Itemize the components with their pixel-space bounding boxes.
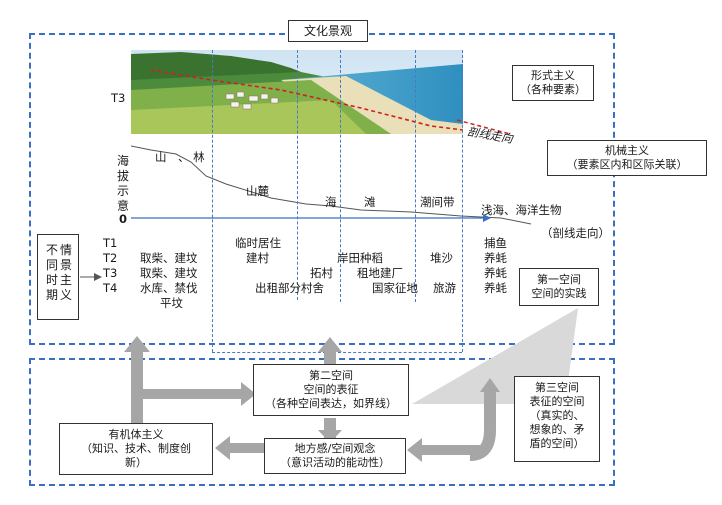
altitude-profile — [131, 145, 532, 225]
col5-t4: 养蚝 — [484, 281, 507, 295]
col4-t2: 堆沙 — [430, 251, 453, 265]
first-space-box: 第一空间空间的实践 — [519, 268, 599, 306]
col1-t4b: 平坟 — [160, 296, 183, 310]
zone-bottom — [212, 352, 462, 353]
formalism-box: 形式主义（各种要素） — [512, 65, 594, 101]
col5-t1: 捕鱼 — [484, 236, 507, 250]
col1-t2: 取柴、建坟 — [140, 251, 198, 265]
col3-t3a: 拓村 — [310, 266, 333, 280]
col5-t3: 养蚝 — [484, 266, 507, 280]
col4-t4: 旅游 — [433, 281, 456, 295]
page-title: 文化景观 — [288, 20, 368, 42]
terrain-intertidal: 潮间带 — [420, 195, 455, 209]
col2-t4: 出租部分村舍 — [255, 281, 324, 295]
section-direction-bottom: （剖线走向） — [541, 226, 610, 240]
zone-divider — [415, 50, 416, 302]
zone-divider — [212, 50, 213, 352]
period-t2: T2 — [103, 251, 118, 265]
mechanism-box: 机械主义（要素区内和区际关联） — [547, 140, 707, 176]
period-t1: T1 — [103, 236, 118, 250]
terrain-sea: 海 — [325, 195, 337, 209]
zone-divider — [462, 50, 463, 352]
context-arrow — [80, 273, 102, 281]
zero-label: 0 — [119, 212, 128, 226]
col2-t1: 临时居住 — [235, 236, 281, 250]
col3-t2: 岸田种稻 — [337, 251, 383, 265]
terrain-beach: 滩 — [364, 195, 376, 209]
col1-t4: 水库、禁伐 — [140, 281, 198, 295]
zone-divider — [340, 50, 341, 302]
col3-t3b: 租地建厂 — [357, 266, 403, 280]
t3-axis-label: T3 — [111, 91, 126, 105]
lower-space-frame — [29, 358, 615, 486]
col5-t2: 养蚝 — [484, 251, 507, 265]
section-line-extension — [456, 119, 511, 135]
context-box — [37, 234, 79, 320]
col2-t2: 建村 — [246, 251, 269, 265]
terrain-foothill: 山麓 — [246, 184, 269, 198]
col3-t4: 国家征地 — [372, 281, 418, 295]
sense-of-place-box: 地方感/空间观念（意识活动的能动性） — [264, 438, 406, 474]
third-space-box: 第三空间表征的空间（真实的、 想象的、矛盾的空间） — [514, 376, 600, 462]
period-t3: T3 — [103, 266, 118, 280]
organicism-box: 有机体主义（知识、技术、制度创新） — [59, 423, 213, 475]
terrain-mountain-forest: 山 、 林 — [155, 150, 205, 164]
period-t4: T4 — [103, 281, 118, 295]
second-space-box: 第二空间空间的表征（各种空间表达，如界线） — [253, 364, 409, 416]
terrain-shallow-sea: 浅海、海洋生物 — [481, 203, 562, 217]
zone-divider — [297, 50, 298, 300]
col1-t3: 取柴、建坟 — [140, 266, 198, 280]
